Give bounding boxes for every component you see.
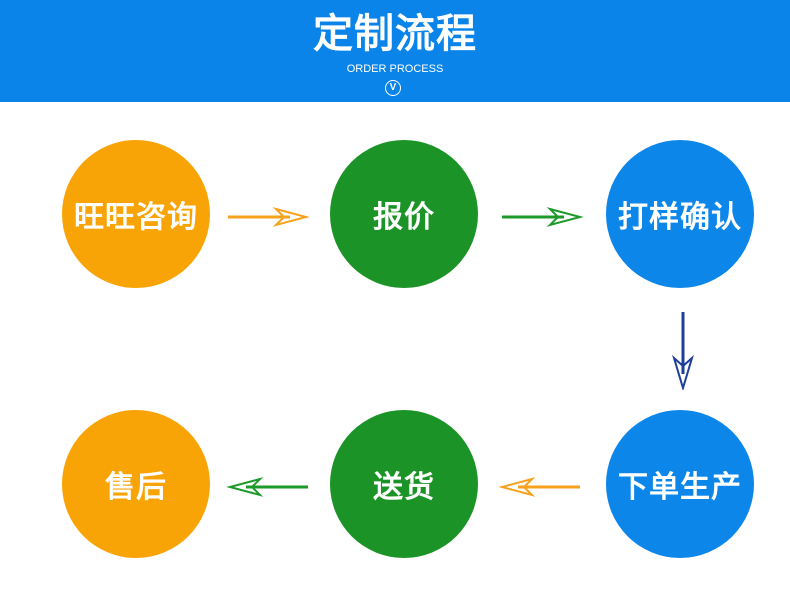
step-delivery: 送货 bbox=[330, 410, 478, 558]
header-banner: 定制流程 ORDER PROCESS V bbox=[0, 0, 790, 102]
step-consult: 旺旺咨询 bbox=[62, 140, 210, 288]
step-quote: 报价 bbox=[330, 140, 478, 288]
step-sample-confirm: 打样确认 bbox=[606, 140, 754, 288]
arrow-left-icon bbox=[226, 477, 308, 497]
step-after-sales: 售后 bbox=[62, 410, 210, 558]
circled-v-icon: V bbox=[385, 80, 401, 96]
arrow-right-icon bbox=[502, 207, 584, 227]
arrow-down-icon bbox=[672, 312, 694, 390]
arrow-right-icon bbox=[228, 207, 310, 227]
page-subtitle: ORDER PROCESS bbox=[346, 63, 444, 75]
arrow-left-icon bbox=[498, 477, 580, 497]
page-title: 定制流程 bbox=[313, 11, 477, 57]
step-production: 下单生产 bbox=[606, 410, 754, 558]
